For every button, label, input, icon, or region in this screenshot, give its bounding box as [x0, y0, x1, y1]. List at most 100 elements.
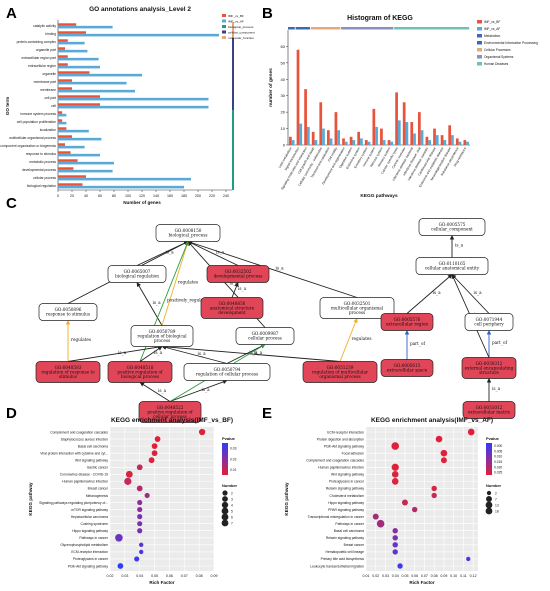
dag-node-text: regulation of multicellular [312, 369, 368, 374]
dag-node-text: biological_process [168, 233, 207, 238]
chart-b-bar [425, 136, 429, 145]
chart-a-x-tick-label: 160 [167, 194, 173, 198]
dag-node-text: stimulus [59, 374, 77, 379]
chart-b-bar [395, 92, 398, 145]
chart-b-bar [380, 128, 383, 145]
dag-node-text: GO:0048856 [219, 301, 246, 306]
chart-a-category-label: extracellular region [28, 64, 56, 68]
chart-a-bar [58, 23, 77, 26]
dag-node-box [130, 325, 194, 347]
dag-edge [406, 274, 453, 314]
x-tick-label: 0.02 [372, 574, 379, 578]
dag-node-box [107, 361, 173, 383]
chart-a-category-label: cell [51, 104, 56, 108]
bubble-point [117, 563, 124, 569]
chart-a-bar [58, 57, 99, 61]
bubble-point [391, 463, 399, 471]
pathway-label: Hepatocellular carcinoma [71, 515, 108, 519]
bubble-point [392, 535, 398, 541]
chart-a-x-tick-label: 140 [153, 194, 159, 198]
dag-edge-label: is_a [254, 350, 263, 355]
bubble-point [372, 513, 379, 520]
bubble-point [467, 428, 475, 436]
chart-e-title: KEGG enrichment analysis(IMF_vs_AF) [371, 417, 493, 424]
dag-node-box [107, 265, 167, 283]
chart-b-category-strip [288, 27, 295, 30]
chart-b-legend-label: Metabolism [484, 34, 501, 38]
chart-a-bar [58, 113, 67, 117]
chart-b-bar [314, 140, 318, 145]
dag-node-text: GO:0009987 [252, 331, 279, 336]
dag-edge-label: is_a [474, 290, 483, 295]
bubble-point [391, 442, 400, 450]
dag-edge-label: is_a [433, 290, 442, 295]
chart-b-bar [451, 135, 454, 145]
dag-node-text: extracellular region [386, 322, 428, 327]
pathway-label: Complement and coagulation cascades [50, 430, 108, 434]
pathway-label: Breast cancer [344, 543, 365, 547]
x-tick-label: 0.09 [211, 574, 218, 578]
bubble-point [440, 457, 447, 464]
x-axis-label: Rich Factor [149, 580, 174, 585]
bubble-point [151, 443, 158, 450]
dag-node-box [138, 401, 202, 423]
chart-a-category-label: response to stimulus [26, 152, 57, 156]
legend-number-title: Number [222, 483, 238, 488]
chart-b-legend-label: IMF_vs_BF [484, 20, 500, 24]
dag-edge [136, 282, 163, 326]
chart-b-y-tick-label: 20 [281, 110, 286, 115]
pathway-label: ECM-receptor interaction [327, 430, 364, 434]
dag-node-text: GO:0005576 [394, 317, 421, 322]
legend-number-dot [485, 507, 493, 515]
pathway-label: Focal adhesion [342, 451, 365, 455]
chart-a-bar [58, 127, 67, 130]
dag-node-box [415, 257, 489, 275]
legend-pvalue-tick: 0.000 [494, 444, 502, 448]
bubble-point [392, 528, 398, 534]
dag-edge-label: is_a [238, 286, 247, 291]
chart-a-x-label: Number of genes [123, 200, 161, 205]
chart-b-bar [306, 126, 310, 145]
chart-b-category-strip [310, 27, 341, 30]
chart-b-legend-swatch [477, 48, 482, 52]
pathway-label: Human papillomavirus infection [318, 466, 364, 470]
chart-b-x-label: KEGG pathways [360, 193, 398, 199]
pathway-label: Relaxin signaling pathway [326, 487, 364, 491]
chart-a-bar [58, 47, 65, 50]
chart-b-bar [387, 140, 391, 145]
chart-b-legend-label: Cellular Processes [484, 48, 511, 52]
x-tick-label: 0.05 [151, 574, 158, 578]
chart-b-bar [344, 141, 348, 145]
chart-a-bar [58, 87, 72, 90]
bubble-point [151, 450, 158, 457]
dag-node-text: cellular process [153, 414, 187, 419]
bubble-point [466, 556, 471, 562]
dag-node-text: cellular_component [431, 227, 473, 232]
chart-a-bar [58, 41, 85, 45]
chart-a-bar [58, 167, 74, 170]
dag-node-box [461, 357, 517, 379]
chart-b-bar [289, 136, 292, 145]
dag-node-text: organismal process [319, 374, 360, 379]
chart-b-legend-swatch [477, 55, 482, 59]
chart-b-bar [466, 141, 469, 145]
chart-a-category-label: cell part [44, 96, 56, 100]
chart-b-legend-label: Organismal Systems [484, 55, 514, 59]
bubble-point [137, 528, 143, 534]
dag-edge-label: is_a [198, 351, 207, 356]
chart-b-bar [372, 108, 376, 145]
chart-a-title: GO annotations analysis_Level 2 [89, 6, 191, 13]
chart-a-bar [58, 129, 89, 133]
bubble-point [431, 485, 437, 492]
chart-b-legend-label: Environmental Information Processing [484, 41, 538, 45]
dag-edge-label: is_a [154, 350, 163, 355]
chart-a-category-label: biological regulation [27, 184, 56, 188]
chart-b-legend-label: IMF_vs_AF [484, 27, 500, 31]
